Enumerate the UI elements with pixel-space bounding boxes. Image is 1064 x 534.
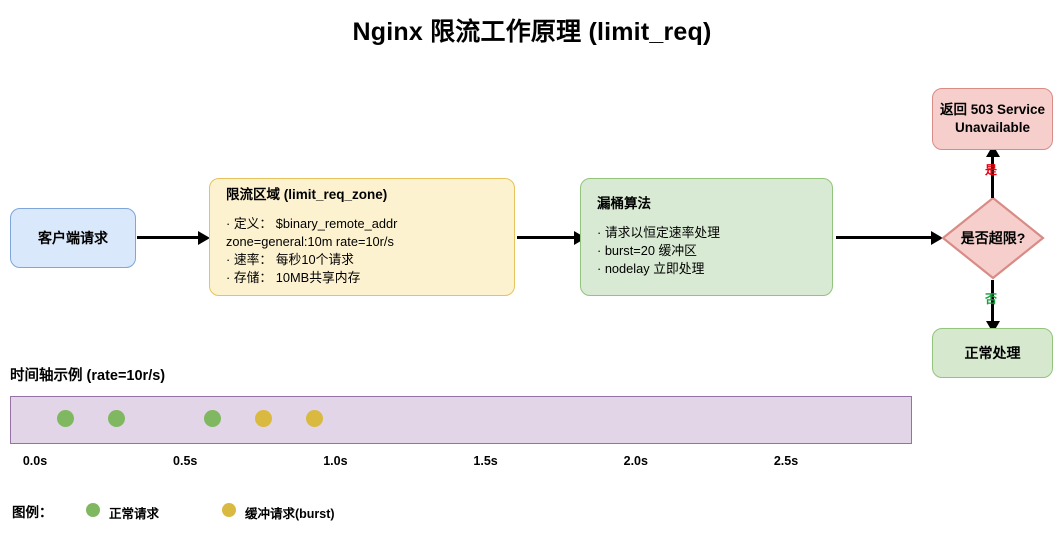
node-normal-process[interactable]: 正常处理 — [932, 328, 1053, 378]
edge-label-yes: 是 — [984, 163, 997, 177]
timeline-tick-label: 0.5s — [173, 454, 198, 468]
arrow-client-to-zone — [137, 236, 199, 239]
timeline-band — [10, 396, 912, 444]
node-client-request[interactable]: 客户端请求 — [10, 208, 136, 268]
bucket-line-1: · 请求以恒定速率处理 — [597, 225, 720, 241]
timeline-tick-label: 1.5s — [473, 454, 498, 468]
node-return-503-label: 返回 503 Service Unavailable — [939, 102, 1046, 135]
arrow-decision-to-accept — [991, 280, 994, 322]
node-normal-process-label: 正常处理 — [964, 345, 1021, 361]
edge-label-no: 否 — [984, 292, 997, 306]
diamond-shape-icon — [941, 196, 1045, 280]
node-limit-req-zone-title: 限流区域 (limit_req_zone) — [226, 187, 388, 203]
timeline-request-dot-normal — [56, 410, 74, 427]
timeline-request-dot-burst — [254, 410, 272, 427]
node-decision-over-limit[interactable]: 是否超限? — [941, 196, 1045, 280]
arrow-zone-to-bucket — [517, 236, 575, 239]
node-return-503[interactable]: 返回 503 Service Unavailable — [932, 88, 1053, 150]
arrow-bucket-to-decision — [836, 236, 932, 239]
legend-swatch-normal — [86, 503, 100, 517]
node-limit-req-zone[interactable]: 限流区域 (limit_req_zone) · 定义： $binary_remo… — [209, 178, 515, 296]
node-leaky-bucket-title: 漏桶算法 — [597, 196, 651, 212]
timeline-request-dot-burst — [305, 410, 323, 427]
bucket-line-3: · nodelay 立即处理 — [597, 261, 705, 277]
legend-label-normal: 正常请求 — [109, 507, 160, 521]
timeline-tick-label: 2.5s — [773, 454, 799, 468]
timeline-request-dot-normal — [107, 410, 125, 427]
node-leaky-bucket-lines: · 请求以恒定速率处理 · burst=20 缓冲区 · nodelay 立即处… — [597, 224, 816, 278]
timeline-heading: 时间轴示例 (rate=10r/s) — [10, 368, 166, 384]
legend-title: 图例： — [12, 505, 53, 520]
node-decision-over-limit-label: 是否超限? — [960, 230, 1026, 246]
page-title: Nginx 限流工作原理 (limit_req) — [352, 18, 712, 46]
node-limit-req-zone-lines: · 定义： $binary_remote_addr zone=general:1… — [226, 215, 498, 288]
timeline-request-dot-normal — [203, 410, 221, 427]
bucket-line-2: · burst=20 缓冲区 — [597, 243, 697, 259]
node-client-request-label: 客户端请求 — [38, 230, 108, 246]
timeline-tick-label: 2.0s — [623, 454, 648, 468]
zone-line-3: · 存储： 10MB共享内存 — [226, 270, 361, 286]
legend-label-burst: 缓冲请求(burst) — [245, 507, 335, 521]
node-leaky-bucket[interactable]: 漏桶算法 · 请求以恒定速率处理 · burst=20 缓冲区 · nodela… — [580, 178, 833, 296]
zone-line-1: · 定义： $binary_remote_addr zone=general:1… — [226, 215, 401, 250]
timeline-tick-label: 0.0s — [22, 454, 48, 468]
legend-swatch-burst — [222, 503, 236, 517]
zone-line-2: · 速率： 每秒10个请求 — [226, 252, 354, 268]
arrow-decision-to-reject — [991, 156, 994, 198]
timeline-tick-label: 1.0s — [323, 454, 348, 468]
